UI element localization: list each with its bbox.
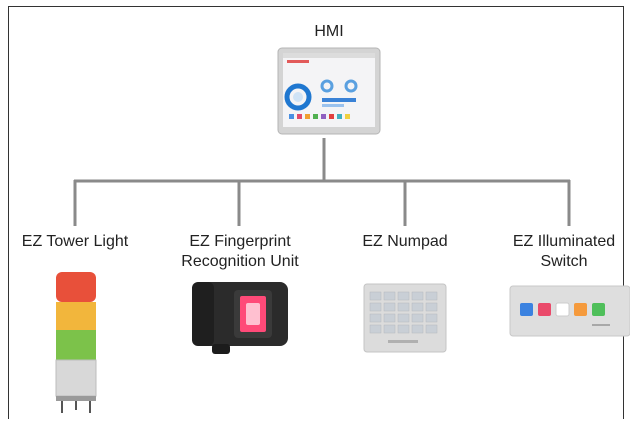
hmi-device-image [277, 47, 381, 135]
frame-left-border [8, 6, 9, 419]
switch-label-line-1: EZ Illuminated [512, 233, 616, 250]
fingerprint-unit-image [192, 282, 288, 354]
switch-red-button [538, 303, 551, 316]
fingerprint-label-line-2: Recognition Unit [181, 253, 299, 270]
switch-green-button [592, 303, 605, 316]
frame-top-border [8, 6, 624, 7]
illuminated-switch-image [509, 285, 630, 337]
switch-white-button [555, 302, 570, 317]
tower-amber-segment [56, 302, 96, 330]
tower-green-segment [56, 330, 96, 360]
tower-light-label: EZ Tower Light [21, 233, 129, 250]
hmi-label: HMI [314, 23, 344, 40]
tower-red-segment [56, 272, 96, 302]
connector-lines [73, 138, 571, 226]
numpad-image [363, 283, 447, 353]
illuminated-switch-label: EZ Illuminated Switch [500, 232, 628, 272]
fingerprint-unit-label: EZ Fingerprint Recognition Unit [160, 232, 320, 272]
switch-orange-button [574, 303, 587, 316]
switch-label-line-2: Switch [540, 253, 588, 270]
fingerprint-label-line-1: EZ Fingerprint [189, 233, 291, 250]
tower-light-image [55, 272, 97, 413]
frame-right-border [623, 6, 624, 419]
numpad-label: EZ Numpad [362, 233, 448, 250]
switch-blue-button [520, 303, 533, 316]
